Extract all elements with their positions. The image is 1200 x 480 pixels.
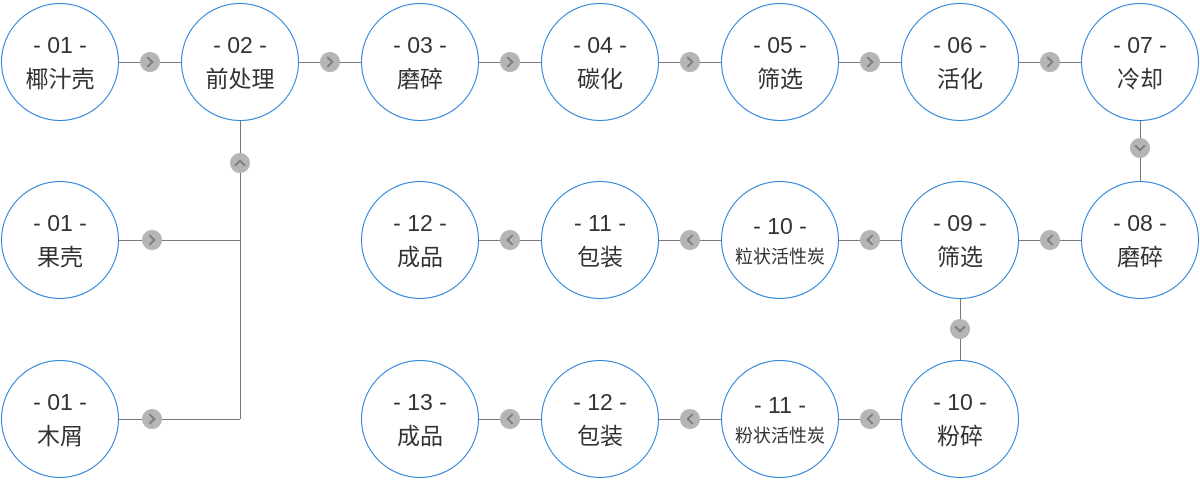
chevron-left-glyph bbox=[506, 413, 518, 425]
chevron-right-glyph bbox=[502, 56, 514, 68]
node-label: 活化 bbox=[937, 65, 983, 92]
node-label: 筛选 bbox=[757, 65, 803, 92]
node-number: - 06 - bbox=[933, 31, 987, 58]
node-number: - 01 - bbox=[33, 209, 87, 236]
node-label: 粒状活性炭 bbox=[735, 246, 825, 267]
chevron-right-glyph bbox=[682, 56, 694, 68]
chevron-left-glyph bbox=[686, 413, 698, 425]
node-number: - 03 - bbox=[393, 31, 447, 58]
node-number: - 11 - bbox=[574, 209, 626, 236]
node-number: - 10 - bbox=[933, 388, 987, 415]
chevron-right-glyph bbox=[1042, 56, 1054, 68]
node-label: 果壳 bbox=[37, 243, 83, 270]
flow-node: - 11 - 粉状活性炭 bbox=[721, 360, 839, 478]
connector-line bbox=[240, 121, 241, 419]
arrow-left-icon bbox=[1040, 230, 1060, 250]
arrow-left-icon bbox=[680, 230, 700, 250]
node-label: 粉状活性炭 bbox=[735, 425, 825, 446]
flow-node: - 12 - 包装 bbox=[541, 360, 659, 478]
arrow-right-icon bbox=[500, 52, 520, 72]
node-label: 成品 bbox=[397, 243, 443, 270]
flow-node: - 09 - 筛选 bbox=[901, 181, 1019, 299]
flow-node: - 02 - 前处理 bbox=[181, 3, 299, 121]
arrow-right-icon bbox=[1040, 52, 1060, 72]
flow-node: - 10 - 粒状活性炭 bbox=[721, 181, 839, 299]
flow-node: - 06 - 活化 bbox=[901, 3, 1019, 121]
chevron-right-glyph bbox=[144, 413, 156, 425]
node-label: 包装 bbox=[577, 422, 623, 449]
node-number: - 12 - bbox=[573, 388, 627, 415]
chevron-right-glyph bbox=[142, 56, 154, 68]
arrow-right-icon bbox=[320, 52, 340, 72]
chevron-right-glyph bbox=[144, 234, 156, 246]
node-number: - 02 - bbox=[213, 31, 267, 58]
node-number: - 10 - bbox=[753, 212, 807, 239]
chevron-left-glyph bbox=[506, 234, 518, 246]
flow-node: - 13 - 成品 bbox=[361, 360, 479, 478]
arrow-up-icon bbox=[230, 153, 250, 173]
node-number: - 09 - bbox=[933, 209, 987, 236]
node-number: - 01 - bbox=[33, 31, 87, 58]
chevron-right-glyph bbox=[862, 56, 874, 68]
connector-line bbox=[119, 419, 240, 420]
arrow-left-icon bbox=[860, 409, 880, 429]
arrow-right-icon bbox=[680, 52, 700, 72]
chevron-left-glyph bbox=[866, 413, 878, 425]
node-number: - 04 - bbox=[573, 31, 627, 58]
arrow-down-icon bbox=[1130, 138, 1150, 158]
node-label: 冷却 bbox=[1117, 65, 1163, 92]
flow-node: - 01 - 椰汁壳 bbox=[1, 3, 119, 121]
node-label: 粉碎 bbox=[937, 422, 983, 449]
arrow-down-icon bbox=[950, 319, 970, 339]
arrow-right-icon bbox=[140, 52, 160, 72]
node-label: 椰汁壳 bbox=[25, 65, 95, 92]
arrow-right-icon bbox=[860, 52, 880, 72]
node-number: - 11 - bbox=[754, 391, 806, 418]
node-label: 包装 bbox=[577, 243, 623, 270]
chevron-down-glyph bbox=[1134, 140, 1146, 152]
node-number: - 08 - bbox=[1113, 209, 1167, 236]
node-label: 木屑 bbox=[37, 422, 83, 449]
flow-node: - 07 - 冷却 bbox=[1081, 3, 1199, 121]
connector-line bbox=[119, 240, 240, 241]
flow-node: - 08 - 磨碎 bbox=[1081, 181, 1199, 299]
chevron-down-glyph bbox=[954, 321, 966, 333]
arrow-left-icon bbox=[500, 409, 520, 429]
chevron-up-glyph bbox=[234, 159, 246, 171]
node-label: 磨碎 bbox=[1117, 243, 1163, 270]
node-label: 成品 bbox=[397, 422, 443, 449]
chevron-right-glyph bbox=[322, 56, 334, 68]
node-label: 筛选 bbox=[937, 243, 983, 270]
flow-node: - 10 - 粉碎 bbox=[901, 360, 1019, 478]
node-number: - 07 - bbox=[1113, 31, 1167, 58]
node-label: 前处理 bbox=[205, 65, 275, 92]
node-label: 碳化 bbox=[577, 65, 623, 92]
node-number: - 13 - bbox=[393, 388, 447, 415]
arrow-left-icon bbox=[860, 230, 880, 250]
flow-node: - 01 - 木屑 bbox=[1, 360, 119, 478]
arrow-right-icon bbox=[142, 409, 162, 429]
node-number: - 01 - bbox=[33, 388, 87, 415]
flow-node: - 04 - 碳化 bbox=[541, 3, 659, 121]
flow-node: - 01 - 果壳 bbox=[1, 181, 119, 299]
chevron-left-glyph bbox=[686, 234, 698, 246]
arrow-left-icon bbox=[500, 230, 520, 250]
flow-node: - 05 - 筛选 bbox=[721, 3, 839, 121]
chevron-left-glyph bbox=[866, 234, 878, 246]
flow-node: - 12 - 成品 bbox=[361, 181, 479, 299]
arrow-left-icon bbox=[680, 409, 700, 429]
flow-node: - 11 - 包装 bbox=[541, 181, 659, 299]
node-label: 磨碎 bbox=[397, 65, 443, 92]
node-number: - 05 - bbox=[753, 31, 807, 58]
node-number: - 12 - bbox=[393, 209, 447, 236]
chevron-left-glyph bbox=[1046, 234, 1058, 246]
flow-node: - 03 - 磨碎 bbox=[361, 3, 479, 121]
arrow-right-icon bbox=[142, 230, 162, 250]
